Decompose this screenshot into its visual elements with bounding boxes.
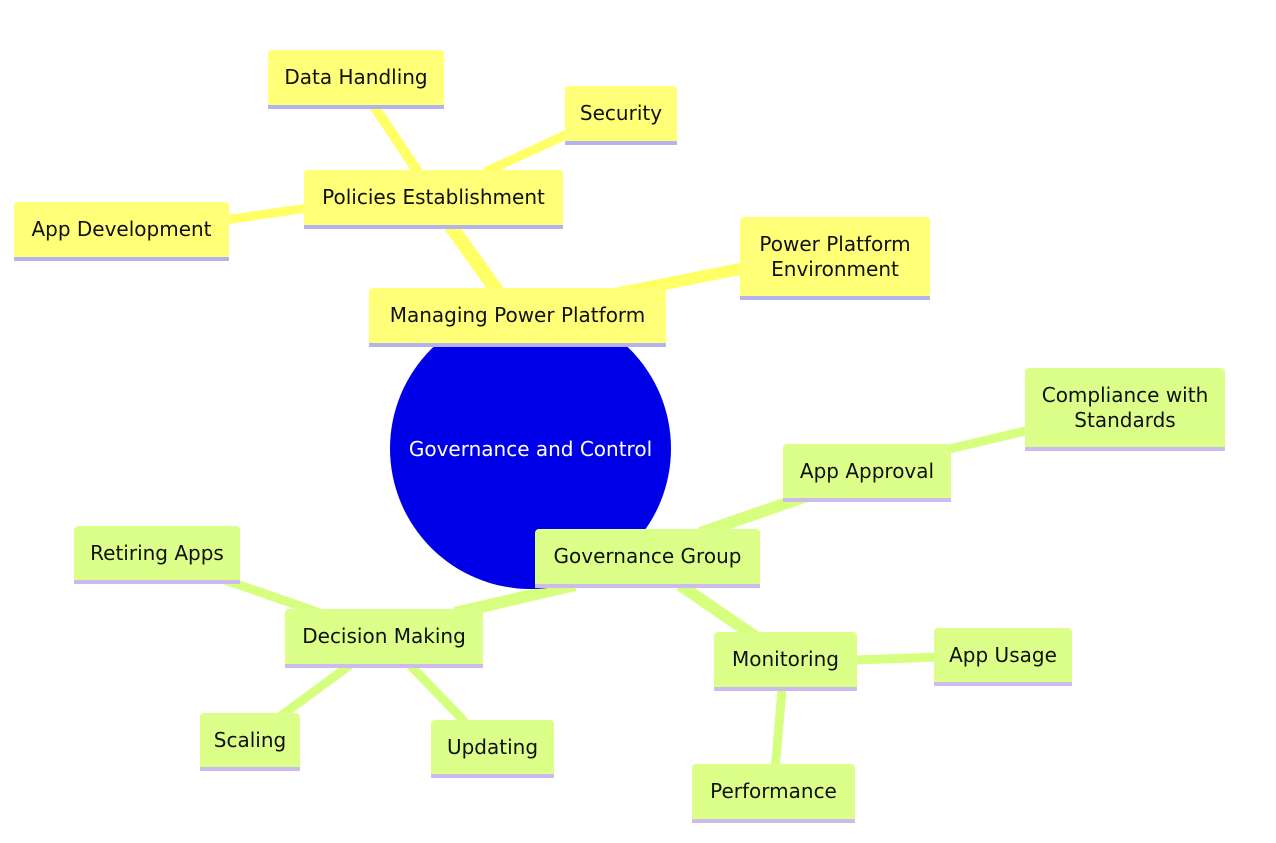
edge-governance-decision (453, 579, 577, 619)
node-label: Scaling (213, 727, 287, 752)
node-label: App Approval (799, 458, 935, 483)
node-monitoring: Monitoring (714, 632, 857, 691)
node-label: App Usage (949, 642, 1057, 667)
node-compliance-with-standards: Compliance with Standards (1025, 368, 1225, 451)
edge-policies-datahandling (365, 97, 423, 175)
edge-decision-scaling (275, 661, 353, 722)
node-label: Policies Establishment (322, 185, 545, 209)
node-power-platform-environment: Power Platform Environment (740, 217, 930, 300)
node-app-usage: App Usage (934, 628, 1072, 686)
node-label: Performance (710, 779, 837, 803)
node-label: Power Platform Environment (759, 231, 911, 281)
node-app-development: App Development (14, 202, 229, 261)
node-updating: Updating (431, 720, 554, 778)
node-label: Updating (446, 734, 539, 759)
node-label: Security (579, 101, 663, 125)
node-governance-group: Governance Group (535, 529, 760, 588)
node-label: Retiring Apps (90, 540, 224, 565)
node-label: Managing Power Platform (389, 303, 646, 327)
node-label: Decision Making (302, 624, 466, 648)
node-label: Compliance with Standards (1041, 382, 1209, 432)
edge-monitoring-performance (770, 689, 787, 771)
edge-monitoring-appusage (854, 652, 941, 665)
node-decision-making: Decision Making (285, 609, 483, 668)
node-data-handling: Data Handling (268, 50, 444, 109)
edge-approval-compliance (943, 425, 1032, 455)
node-label: Governance Group (553, 544, 742, 568)
node-scaling: Scaling (200, 713, 300, 771)
edge-governance-monitoring (676, 580, 764, 645)
node-policies-establishment: Policies Establishment (304, 170, 563, 229)
node-app-approval: App Approval (783, 444, 951, 502)
node-security: Security (565, 86, 677, 145)
node-label: Monitoring (732, 647, 839, 671)
node-managing-power-platform: Managing Power Platform (369, 288, 666, 347)
node-performance: Performance (692, 764, 855, 823)
edge-policies-security (483, 128, 572, 177)
edge-policies-appdev (224, 203, 309, 225)
node-label: App Development (31, 217, 212, 241)
node-retiring-apps: Retiring Apps (74, 526, 240, 584)
edge-decision-updating (406, 661, 469, 726)
root-label: Governance and Control (408, 436, 653, 461)
edge-managing-policies (444, 220, 506, 300)
edge-decision-retiring (223, 575, 322, 618)
node-label: Data Handling (284, 65, 428, 89)
